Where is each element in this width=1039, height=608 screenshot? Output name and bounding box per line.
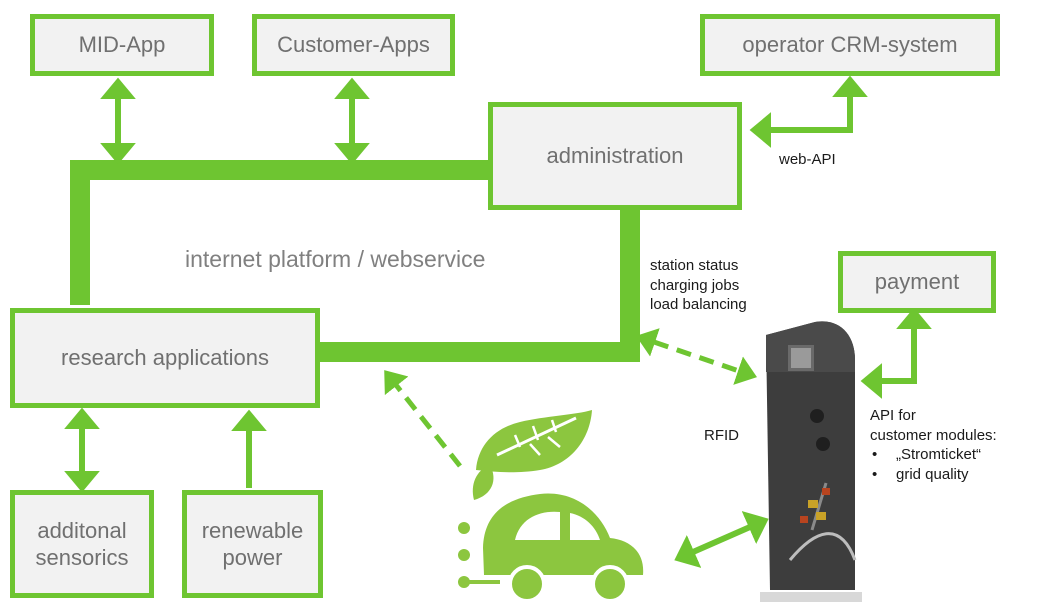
renewable-label-line2: power	[222, 545, 283, 570]
api-bullet-stromticket: „Stromticket“	[870, 445, 997, 465]
status-link	[636, 328, 757, 385]
platform-frame	[70, 160, 640, 362]
customer-apps-label: Customer-Apps	[277, 32, 430, 58]
renewable-label-line1: renewable	[201, 517, 304, 543]
car-research-link	[384, 370, 462, 468]
load-balancing-line: load balancing	[650, 296, 747, 313]
api-line2: customer modules:	[870, 426, 997, 444]
research-applications-label: research applications	[61, 345, 269, 371]
api-line1: API for	[870, 407, 916, 424]
crm-link	[749, 75, 868, 148]
mid-app-label: MID-App	[78, 32, 166, 58]
operator-crm-box: operator CRM-system	[700, 14, 1000, 76]
charging-station-icon	[760, 321, 862, 602]
payment-box: payment	[838, 251, 996, 313]
payment-label: payment	[874, 269, 960, 295]
eco-car-icon	[458, 410, 644, 603]
station-status-line: station status	[650, 257, 739, 274]
operator-crm-label: operator CRM-system	[742, 32, 958, 58]
platform-label: internet platform / webservice	[185, 246, 486, 272]
sensorics-box: additonal sensorics	[10, 490, 154, 598]
administration-label: administration	[546, 143, 684, 169]
car-station-link	[674, 510, 769, 569]
api-bullet-grid-quality: grid quality	[870, 465, 997, 485]
station-status-labels: station status charging jobs load balanc…	[650, 256, 747, 315]
mid-app-box: MID-App	[30, 14, 214, 76]
payment-link	[860, 307, 932, 399]
research-applications-box: research applications	[10, 308, 320, 408]
sensorics-label-line1: additonal	[37, 517, 127, 543]
sensorics-label: additonal sensorics	[36, 517, 129, 572]
renewable-power-box: renewable power	[182, 490, 323, 598]
customer-apps-box: Customer-Apps	[252, 14, 455, 76]
administration-box: administration	[488, 102, 742, 210]
sensorics-label-line2: sensorics	[35, 545, 129, 570]
rfid-label: RFID	[704, 427, 739, 444]
charging-jobs-line: charging jobs	[650, 276, 740, 294]
web-api-label: web-API	[779, 151, 836, 168]
car-window-icon	[515, 511, 600, 540]
renewable-power-label: renewable power	[202, 517, 304, 572]
api-customer-modules: API for customer modules: „Stromticket“ …	[870, 406, 997, 484]
api-bullet-list: „Stromticket“ grid quality	[870, 445, 997, 484]
